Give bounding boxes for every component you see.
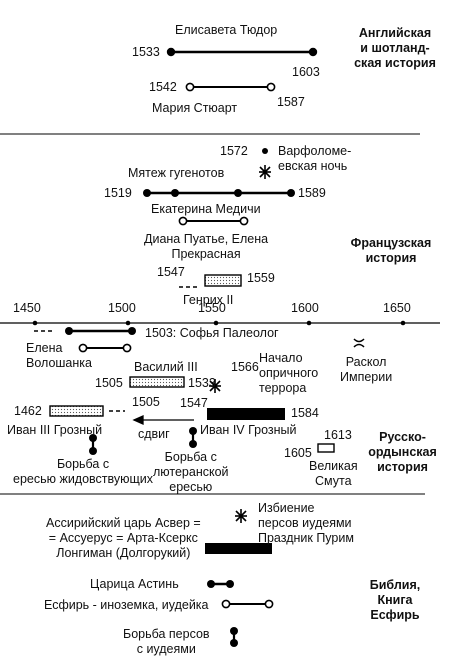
year-1603: 1603 (292, 65, 320, 79)
lutheran-mark (189, 427, 197, 448)
oprichnina-label: Начало опричного террора (259, 351, 319, 395)
sophia-label: 1503: Софья Палеолог (145, 326, 279, 340)
persians-mark (230, 627, 238, 647)
elizabeth-tudor-label: Елисавета Тюдор (175, 23, 278, 37)
sophia-bar (65, 327, 136, 335)
ivan-iv-label: Иван IV Грозный (200, 423, 297, 437)
schism-mark (353, 338, 365, 348)
bartholomew-asterisk (259, 165, 271, 179)
vasily-iii-bar (129, 376, 185, 388)
year-1613: 1613 (324, 428, 352, 442)
lutheran-label: Борьба с лютеранской ересью (153, 450, 229, 494)
mary-stuart-label: Мария Стюарт (152, 101, 238, 115)
henry-ii-label: Генрих II (183, 293, 234, 307)
year-1533-english: 1533 (132, 45, 160, 59)
year-1605: 1605 (284, 446, 312, 460)
persians-label: Борьба персов с иудеями (123, 627, 210, 656)
shift-label: сдвиг (138, 427, 170, 441)
schism-label: Раскол Империи (340, 355, 393, 384)
catherine-medici-bar (178, 216, 249, 226)
ivan-iii-bar (49, 405, 104, 417)
elizabeth-tudor-bar (166, 47, 318, 57)
ahasuerus-label: Ассирийский царь Асвер = = Ассуерус = Ар… (46, 516, 201, 560)
year-1462: 1462 (14, 404, 42, 418)
axis-tick-1550: 1550 (198, 301, 226, 315)
year-1559: 1559 (247, 271, 275, 285)
section-title-russian: Русско- ордынская история (368, 430, 437, 474)
vashti-bar (207, 580, 234, 588)
axis-tick-1650: 1650 (383, 301, 411, 315)
time-axis-dots (32, 320, 406, 326)
smuta-bar (317, 443, 335, 453)
section-title-english: Английская и шотланд- ская история (354, 26, 436, 70)
year-1542: 1542 (149, 80, 177, 94)
bartholomew-label: Варфоломе- евская ночь (278, 144, 352, 173)
diane-label: Диана Пуатье, Елена Прекрасная (144, 232, 269, 261)
year-1587: 1587 (277, 95, 305, 109)
mary-stuart-bar (185, 82, 276, 92)
year-1533-russian: 1533 (188, 376, 216, 390)
year-1589: 1589 (298, 186, 326, 200)
judaizers-mark (89, 434, 97, 455)
ahasuerus-bar (205, 543, 272, 554)
esther-label: Есфирь - иноземка, иудейка (44, 598, 209, 612)
smuta-label: Великая Смута (309, 459, 358, 488)
ivan-iv-bar (207, 408, 285, 420)
bartholomew-dot (262, 148, 268, 154)
section-title-bible: Библия, Книга Есфирь (369, 578, 421, 622)
vashti-label: Царица Астинь (90, 577, 179, 591)
year-1566: 1566 (231, 360, 259, 374)
elena-label: Елена Волошанка (26, 341, 92, 370)
oprichnina-asterisk (209, 379, 221, 393)
huguenots-label: Мятеж гугенотов (128, 166, 225, 180)
year-1547-french: 1547 (157, 265, 185, 279)
massacre-label: Избиение персов иудеями Праздник Пурим (258, 501, 354, 545)
ivan-iii-label: Иван III Грозный (7, 423, 103, 437)
year-1505-shift: 1505 (132, 395, 160, 409)
elena-bar (78, 343, 132, 353)
judaizers-label: Борьба с ересью жидовствующих (13, 457, 154, 486)
shift-arrow (132, 414, 194, 426)
catherine-medici-label: Екатерина Медичи (151, 202, 261, 216)
henry-ii-bar (204, 274, 242, 287)
vasily-iii-label: Василий III (134, 360, 198, 374)
huguenot-bar (143, 189, 295, 197)
massacre-asterisk (235, 509, 247, 523)
year-1519: 1519 (104, 186, 132, 200)
year-1505-vasily: 1505 (95, 376, 123, 390)
axis-tick-1600: 1600 (291, 301, 319, 315)
esther-bar (221, 599, 274, 609)
section-title-french: Французская история (350, 236, 432, 265)
axis-tick-1500: 1500 (108, 301, 136, 315)
year-1572: 1572 (220, 144, 248, 158)
axis-tick-1450: 1450 (13, 301, 41, 315)
year-1547-russian: 1547 (180, 396, 208, 410)
year-1584: 1584 (291, 406, 319, 420)
